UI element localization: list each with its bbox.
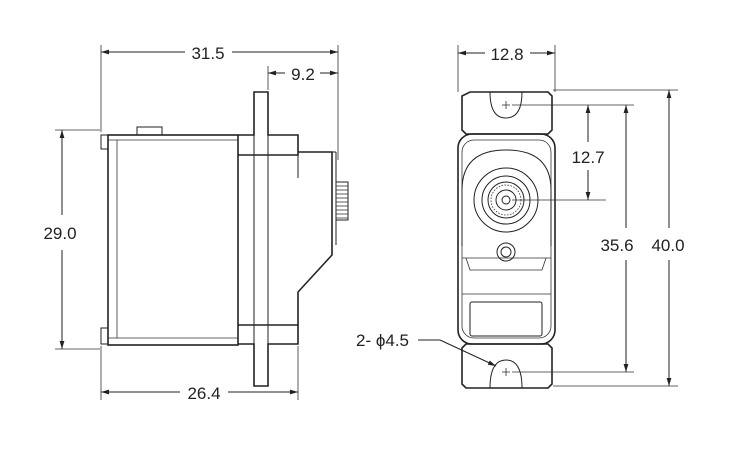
front-body [457, 133, 556, 345]
dim-hole-spacing: 35.6 [512, 104, 634, 373]
label-shaft-offset: 9.2 [291, 65, 315, 84]
dim-shaft-offset: 9.2 [267, 65, 338, 90]
side-flange-bottom [238, 324, 299, 387]
label-shaft-to-hole: 12.7 [571, 148, 604, 167]
label-body-length: 26.4 [187, 384, 220, 403]
side-gear-housing [297, 151, 333, 325]
mount-hole-bottom [489, 359, 523, 389]
side-tab-top [100, 134, 109, 150]
dim-width: 12.8 [457, 45, 556, 92]
label-width: 12.8 [490, 45, 523, 64]
label-hole-diameter: 2- ϕ4.5 [356, 331, 409, 350]
side-top-bump [136, 126, 163, 135]
gear-cover [461, 149, 552, 246]
dim-total-length: 31.5 [100, 44, 339, 160]
front-flange-bottom [461, 343, 553, 389]
dim-shaft-to-hole: 12.7 [512, 104, 606, 201]
side-tab-bottom [100, 327, 109, 345]
dim-body-length: 26.4 [100, 346, 299, 403]
dim-hole-diameter: 2- ϕ4.5 [356, 331, 497, 367]
side-output-shaft [335, 181, 349, 221]
side-body [107, 134, 239, 346]
label-overall-height: 40.0 [651, 236, 684, 255]
label-total-length: 31.5 [191, 44, 224, 63]
label-height: 29.0 [43, 224, 76, 243]
side-view [100, 91, 349, 387]
front-view [457, 91, 556, 389]
secondary-hole [496, 242, 516, 262]
dim-height: 29.0 [43, 129, 100, 350]
front-flange-top [461, 91, 553, 135]
label-recess [469, 301, 543, 337]
dim-overall-height: 40.0 [553, 89, 685, 387]
label-hole-spacing: 35.6 [600, 236, 633, 255]
